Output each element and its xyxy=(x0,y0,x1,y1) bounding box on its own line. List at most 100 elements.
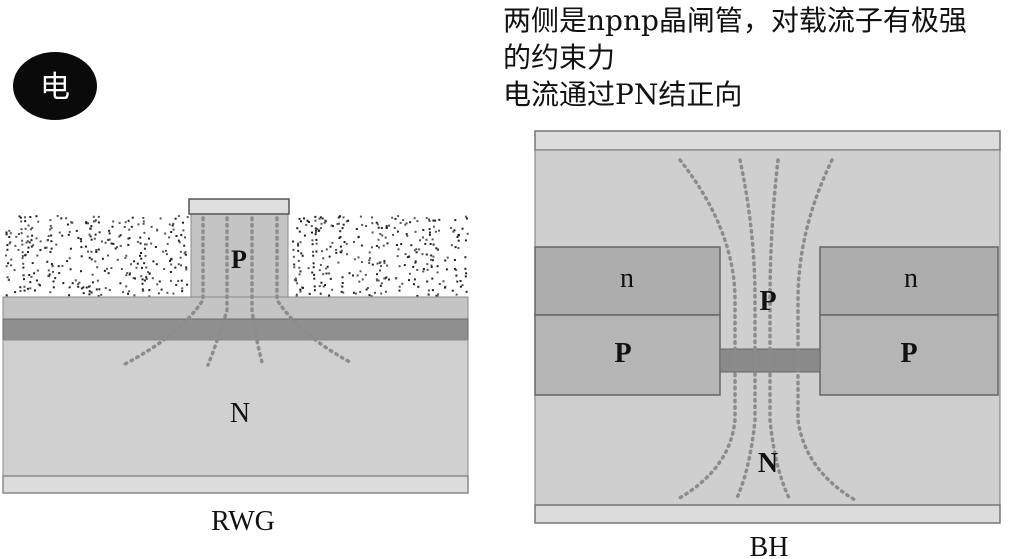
speckle-dot xyxy=(369,257,371,260)
speckle-dot xyxy=(128,228,131,231)
speckle-dot xyxy=(19,286,22,289)
speckle-dot xyxy=(457,247,460,250)
speckle-dot xyxy=(143,247,146,250)
speckle-dot xyxy=(78,281,81,284)
speckle-dot xyxy=(294,278,296,281)
speckle-dot xyxy=(392,233,394,236)
speckle-dot xyxy=(71,282,74,285)
speckle-dot xyxy=(186,283,189,286)
speckle-dot xyxy=(314,233,317,236)
speckle-dot xyxy=(413,217,416,220)
speckle-dot xyxy=(182,221,184,224)
speckle-dot xyxy=(414,261,417,264)
speckle-dot xyxy=(292,249,295,251)
speckle-dot xyxy=(165,253,168,256)
speckle-dot xyxy=(300,220,302,223)
speckle-dot xyxy=(47,274,50,277)
speckle-dot xyxy=(381,234,384,237)
speckle-dot xyxy=(347,219,350,222)
speckle-dot xyxy=(131,216,134,219)
speckle-dot xyxy=(141,266,143,269)
speckle-dot xyxy=(171,224,174,227)
speckle-dot xyxy=(49,250,52,253)
speckle-dot xyxy=(152,260,155,263)
speckle-dot xyxy=(357,236,360,239)
speckle-dot xyxy=(383,262,386,264)
speckle-dot xyxy=(455,274,458,277)
speckle-dot xyxy=(7,279,10,282)
speckle-dot xyxy=(313,277,316,280)
speckle-dot xyxy=(364,273,367,276)
note-line-3: 电流通过PN结正向 xyxy=(503,78,743,111)
speckle-dot xyxy=(169,259,171,262)
speckle-dot xyxy=(343,241,346,243)
rwg-current-lines xyxy=(123,216,352,367)
speckle-dot xyxy=(337,222,340,225)
speckle-dot xyxy=(181,290,184,293)
speckle-dot xyxy=(312,250,314,253)
speckle-dot xyxy=(166,242,169,245)
speckle-dot xyxy=(314,219,317,222)
speckle-dot xyxy=(29,287,32,290)
speckle-dot xyxy=(141,282,144,285)
speckle-dot xyxy=(139,254,141,257)
speckle-dot xyxy=(434,219,437,222)
speckle-dot xyxy=(57,265,60,268)
speckle-dot xyxy=(436,271,439,274)
speckle-dot xyxy=(21,255,24,258)
speckle-dot xyxy=(119,282,122,285)
speckle-dot xyxy=(142,222,145,225)
speckle-dot xyxy=(30,245,33,248)
bh-right-n-block xyxy=(819,246,999,316)
speckle-dot xyxy=(416,220,419,223)
bh-right-n-label: n xyxy=(904,263,918,294)
speckle-dot xyxy=(185,266,188,269)
rwg-substrate-label: N xyxy=(230,398,250,429)
speckle-dot xyxy=(139,242,142,245)
speckle-dot xyxy=(425,238,428,241)
speckle-dot xyxy=(295,294,298,297)
speckle-dot xyxy=(409,221,412,224)
speckle-dot xyxy=(5,294,8,297)
rwg-dielectric-left xyxy=(5,215,189,298)
speckle-dot xyxy=(365,288,368,291)
speckle-dot xyxy=(426,280,429,283)
speckle-dot xyxy=(375,221,378,224)
speckle-dot xyxy=(354,292,357,295)
speckle-dot xyxy=(90,238,93,241)
speckle-dot xyxy=(459,285,462,288)
speckle-dot xyxy=(368,294,371,297)
speckle-dot xyxy=(405,222,408,225)
speckle-dot xyxy=(51,265,54,268)
bh-left-n-label: n xyxy=(620,263,634,294)
speckle-dot xyxy=(451,289,454,292)
speckle-dot xyxy=(134,277,136,280)
speckle-dot xyxy=(172,228,175,231)
speckle-dot xyxy=(29,228,32,231)
speckle-dot xyxy=(26,240,29,243)
speckle-dot xyxy=(308,292,311,295)
speckle-dot xyxy=(95,288,98,291)
speckle-dot xyxy=(358,280,361,283)
speckle-dot xyxy=(80,240,83,243)
speckle-dot xyxy=(427,289,430,292)
speckle-dot xyxy=(396,230,399,233)
speckle-dot xyxy=(328,294,331,297)
speckle-dot xyxy=(24,220,27,223)
speckle-dot xyxy=(330,224,333,227)
speckle-dot xyxy=(61,234,64,237)
speckle-dot xyxy=(342,216,345,219)
speckle-dot xyxy=(339,245,342,248)
speckle-dot xyxy=(438,218,441,221)
speckle-dot xyxy=(49,219,52,222)
speckle-dot xyxy=(25,241,28,244)
speckle-dot xyxy=(127,237,130,240)
speckle-dot xyxy=(432,219,435,222)
speckle-dot xyxy=(379,233,382,235)
speckle-dot xyxy=(15,235,18,238)
rwg-ridge-label: P xyxy=(231,245,247,274)
speckle-dot xyxy=(371,222,374,225)
speckle-dot xyxy=(319,216,322,219)
speckle-dot xyxy=(87,250,89,253)
speckle-dot xyxy=(430,258,433,261)
